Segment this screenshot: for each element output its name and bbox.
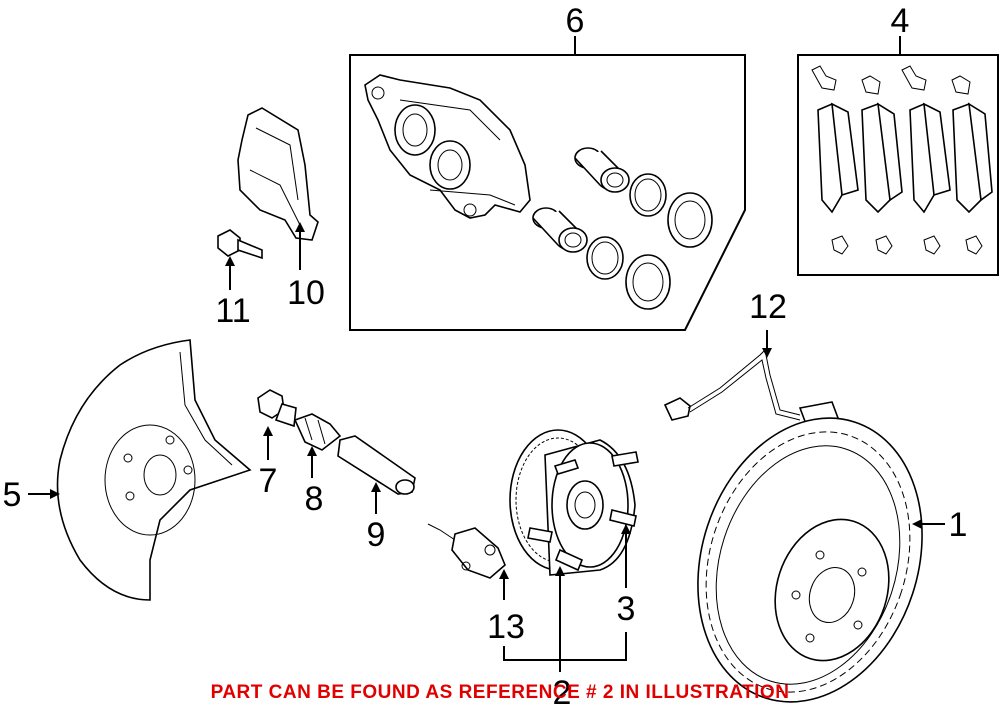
arrow-11 xyxy=(225,256,235,266)
arrow-3 xyxy=(621,524,631,534)
callout-4: 4 xyxy=(891,2,910,40)
splash-shield xyxy=(56,339,252,601)
leader-bracket-2 xyxy=(503,632,627,661)
callout-7: 7 xyxy=(259,462,278,500)
hub-assembly xyxy=(509,429,636,576)
callout-11: 11 xyxy=(215,292,250,330)
arrow-12 xyxy=(762,348,772,358)
arrow-10 xyxy=(295,222,305,232)
callout-12: 12 xyxy=(749,288,787,326)
brake-pad-kit-box xyxy=(797,54,999,276)
callout-8: 8 xyxy=(305,480,324,518)
callout-6: 6 xyxy=(566,2,585,40)
arrow-7 xyxy=(263,426,273,436)
caliper-piston-upper xyxy=(574,147,630,193)
arrow-1 xyxy=(912,519,922,529)
arrow-13 xyxy=(499,569,509,579)
caliper-kit-box xyxy=(349,54,746,331)
wheel-studs xyxy=(527,451,639,572)
reference-caption: PART CAN BE FOUND AS REFERENCE # 2 IN IL… xyxy=(211,682,790,703)
brake-wear-sensor xyxy=(663,348,840,425)
caliper-body xyxy=(364,74,531,219)
brake-rotor xyxy=(697,417,923,703)
brake-pad-set xyxy=(811,65,993,255)
callout-3: 3 xyxy=(617,590,636,628)
wheel-speed-sensor xyxy=(427,523,506,579)
caliper-piston-lower xyxy=(532,207,588,253)
arrow-9 xyxy=(371,482,381,492)
bracket-bolt xyxy=(217,229,263,260)
arrow-5 xyxy=(50,489,60,499)
piston-seal-rings xyxy=(586,173,667,280)
guide-pin-boot xyxy=(293,413,342,451)
arrow-2 xyxy=(555,566,565,576)
callout-13: 13 xyxy=(487,608,525,646)
callout-10: 10 xyxy=(287,274,325,312)
piston-dust-boots xyxy=(625,192,713,310)
guide-pin xyxy=(337,435,416,495)
guide-pin-bolt xyxy=(257,389,297,428)
callout-1: 1 xyxy=(949,506,968,544)
callout-5: 5 xyxy=(3,476,22,514)
callout-2: 2 xyxy=(553,674,572,710)
callout-9: 9 xyxy=(367,516,386,554)
caliper-bracket xyxy=(237,107,319,241)
arrow-8 xyxy=(307,446,317,456)
